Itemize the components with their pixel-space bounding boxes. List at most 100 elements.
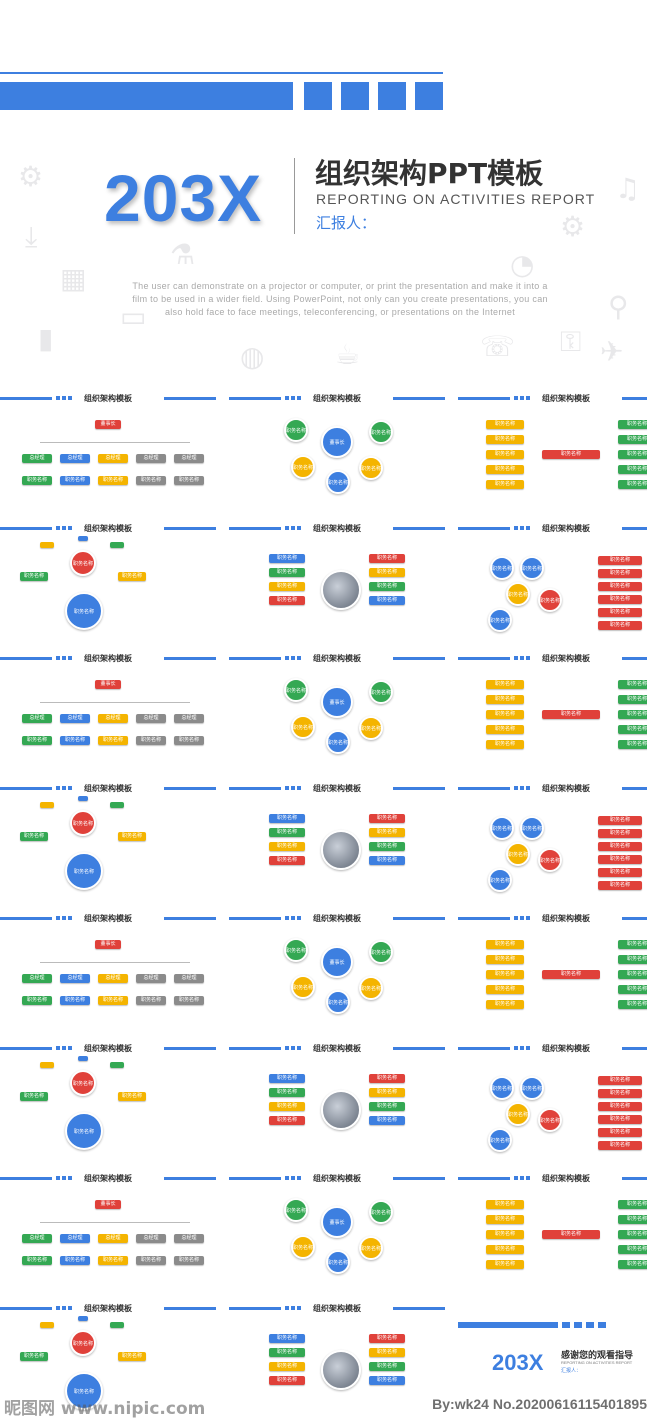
slide-header-dot bbox=[56, 656, 60, 660]
org-circle: 职务名称 bbox=[359, 1236, 383, 1260]
slide-title: 组织架构模板 bbox=[313, 1044, 361, 1053]
slide-title: 组织架构模板 bbox=[542, 394, 590, 403]
plane-icon: ✈ bbox=[600, 335, 624, 368]
org-box: 职务名称 bbox=[486, 420, 524, 429]
org-circle: 职务名称 bbox=[488, 608, 512, 632]
org-circle: 职务名称 bbox=[490, 816, 514, 840]
slide-header-dot bbox=[514, 786, 518, 790]
org-box: 总经理 bbox=[136, 1234, 166, 1243]
org-box: 职务名称 bbox=[486, 1230, 524, 1239]
org-box: 职务名称 bbox=[369, 1088, 405, 1097]
org-box: 职务名称 bbox=[174, 476, 204, 485]
org-circle: 职务名称 bbox=[284, 418, 308, 442]
slide-thumbnail: 组织架构模板董事长职务名称职务名称职务名称职务名称职务名称 bbox=[229, 650, 445, 770]
slide-header-line bbox=[229, 1177, 281, 1180]
bar-chart-icon: ▮ bbox=[38, 322, 54, 355]
globe-icon: ◍ bbox=[240, 340, 265, 373]
org-box: 职务名称 bbox=[369, 1348, 405, 1357]
slide-header-line bbox=[458, 1177, 510, 1180]
org-box: 职务名称 bbox=[618, 450, 647, 459]
org-box: 职务名称 bbox=[136, 736, 166, 745]
slide-header-dot bbox=[297, 1046, 301, 1050]
org-box: 职务名称 bbox=[20, 832, 48, 841]
org-circle-main: 职务名称 bbox=[65, 592, 103, 630]
org-box: 职务名称 bbox=[98, 996, 128, 1005]
slide-header-line bbox=[229, 397, 281, 400]
org-circle: 职务名称 bbox=[70, 1330, 96, 1356]
org-box: 职务名称 bbox=[618, 695, 647, 704]
slide-thumbnail: 组织架构模板职务名称职务名称职务名称职务名称职务名称职务名称职务名称职务名称职务… bbox=[458, 390, 647, 510]
cover-description: The user can demonstrate on a projector … bbox=[132, 281, 548, 317]
org-box: 职务名称 bbox=[269, 554, 305, 563]
org-box: 职务名称 bbox=[369, 1074, 405, 1083]
slide-thumbnail: 组织架构模板职务名称职务名称职务名称职务名称职务名称职务名称职务名称职务名称职务… bbox=[458, 780, 647, 900]
slide-header-dot bbox=[68, 1046, 72, 1050]
org-circle: 职务名称 bbox=[490, 1076, 514, 1100]
slide-thumbnail: 组织架构模板职务名称职务名称职务名称职务名称 bbox=[0, 1040, 216, 1160]
slide-header-line bbox=[164, 1047, 216, 1050]
org-box-small bbox=[110, 542, 124, 548]
slide-header-dot bbox=[520, 656, 524, 660]
slide-header-line bbox=[164, 1177, 216, 1180]
slide-header-line bbox=[164, 1307, 216, 1310]
slide-header-dot bbox=[520, 786, 524, 790]
slide-header-line bbox=[229, 1047, 281, 1050]
slide-thumbnail bbox=[458, 1300, 647, 1420]
org-box: 职务名称 bbox=[598, 842, 642, 851]
slide-header-dot bbox=[285, 656, 289, 660]
org-box: 职务名称 bbox=[598, 621, 642, 630]
org-circle-center: 董事长 bbox=[321, 1206, 353, 1238]
org-box: 职务名称 bbox=[486, 1000, 524, 1009]
slide-thumbnail: 组织架构模板职务名称职务名称职务名称职务名称职务名称职务名称职务名称职务名称 bbox=[229, 520, 445, 640]
org-circle: 职务名称 bbox=[326, 990, 350, 1014]
slide-header-dot bbox=[297, 916, 301, 920]
slide-thumbnail: 组织架构模板董事长总经理职务名称总经理职务名称总经理职务名称总经理职务名称总经理… bbox=[0, 1170, 216, 1290]
slide-header-dot bbox=[526, 396, 530, 400]
org-box: 职务名称 bbox=[618, 1230, 647, 1239]
slide-header-dot bbox=[526, 1176, 530, 1180]
org-box: 职务名称 bbox=[618, 1200, 647, 1209]
slide-header-line bbox=[393, 1307, 445, 1310]
flask-icon: ⚗ bbox=[170, 238, 196, 271]
org-circle: 职务名称 bbox=[284, 938, 308, 962]
org-box: 职务名称 bbox=[486, 970, 524, 979]
org-box: 职务名称 bbox=[269, 582, 305, 591]
slide-header-line bbox=[229, 787, 281, 790]
org-box: 职务名称 bbox=[269, 814, 305, 823]
slide-header-dot bbox=[520, 396, 524, 400]
org-box: 职务名称 bbox=[598, 608, 642, 617]
org-box-small bbox=[40, 542, 54, 548]
org-box: 职务名称 bbox=[486, 465, 524, 474]
cover-big-number: 203X bbox=[104, 161, 263, 235]
slide-header-dot bbox=[56, 786, 60, 790]
slide-header-dot bbox=[526, 786, 530, 790]
slide-thumbnail: 组织架构模板职务名称职务名称职务名称职务名称职务名称职务名称职务名称职务名称职务… bbox=[458, 520, 647, 640]
slide-header-dot bbox=[291, 786, 295, 790]
org-box: 职务名称 bbox=[269, 842, 305, 851]
org-box-small bbox=[78, 1056, 88, 1061]
org-box: 总经理 bbox=[174, 974, 204, 983]
org-box: 职务名称 bbox=[598, 1102, 642, 1111]
slide-thumbnail: 组织架构模板董事长职务名称职务名称职务名称职务名称职务名称 bbox=[229, 910, 445, 1030]
org-box: 职务名称 bbox=[598, 582, 642, 591]
slide-title: 组织架构模板 bbox=[542, 1174, 590, 1183]
slide-header-dot bbox=[514, 916, 518, 920]
org-box: 职务名称 bbox=[22, 996, 52, 1005]
org-box: 职务名称 bbox=[136, 996, 166, 1005]
org-box: 职务名称 bbox=[486, 680, 524, 689]
org-box: 职务名称 bbox=[20, 1092, 48, 1101]
slide-header-dot bbox=[56, 916, 60, 920]
org-box-chairman: 董事长 bbox=[95, 1200, 121, 1209]
org-box: 职务名称 bbox=[598, 556, 642, 565]
slide-header-line bbox=[0, 397, 52, 400]
org-circle: 职务名称 bbox=[506, 842, 530, 866]
org-box: 职务名称 bbox=[618, 955, 647, 964]
org-box: 总经理 bbox=[22, 974, 52, 983]
org-box: 职务名称 bbox=[598, 1141, 642, 1150]
slide-header-dot bbox=[62, 916, 66, 920]
slide-header-dot bbox=[297, 786, 301, 790]
org-box: 职务名称 bbox=[618, 1215, 647, 1224]
cover-reporter: 汇报人： bbox=[316, 214, 377, 232]
org-box-chairman: 董事长 bbox=[95, 680, 121, 689]
org-box: 职务名称 bbox=[598, 1076, 642, 1085]
